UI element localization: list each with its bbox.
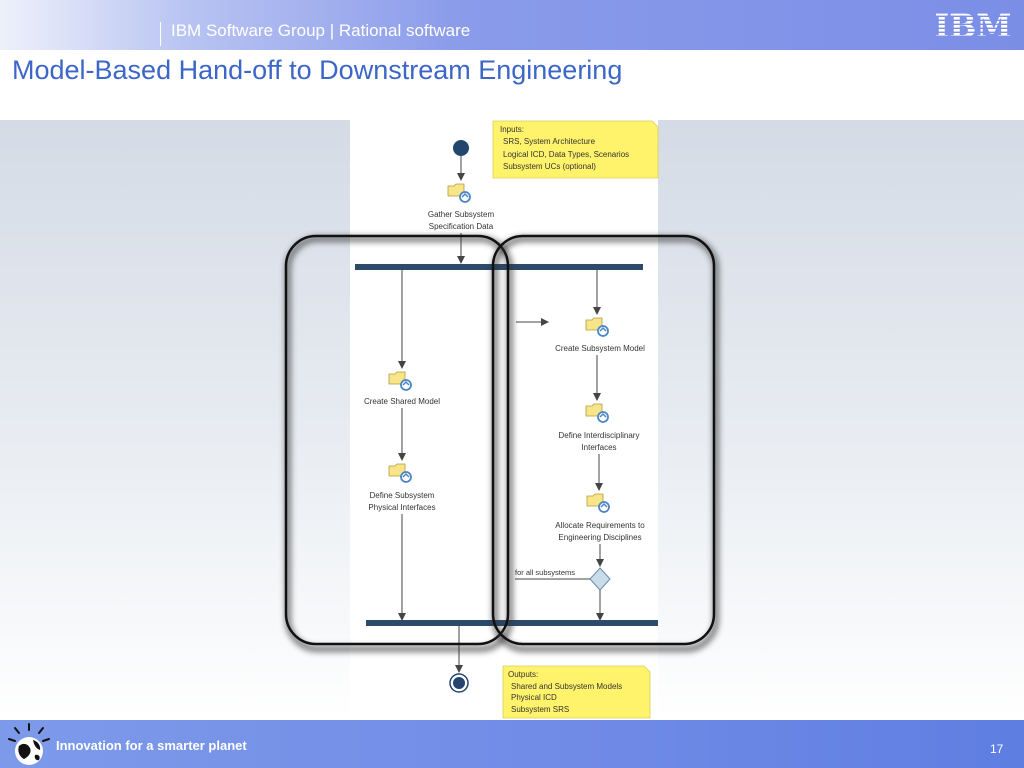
inputs-note: Inputs: SRS, System Architecture Logical…: [492, 120, 659, 179]
define-interdisciplinary-label-1: Define Interdisciplinary: [559, 431, 640, 440]
inputs-note-heading: Inputs:: [500, 125, 524, 134]
outputs-note-line-1: Shared and Subsystem Models: [511, 682, 622, 691]
smarter-planet-globe-icon: [8, 723, 50, 765]
ibm-logo-text: IBM: [936, 9, 1010, 41]
ibm-logo: IBM: [936, 9, 1010, 41]
header-bar: IBM Software Group | Rational software I…: [0, 0, 1024, 50]
define-physical-label-1: Define Subsystem: [370, 491, 435, 500]
left-highlight-shadow: [284, 235, 514, 653]
define-physical-label-2: Physical Interfaces: [368, 503, 435, 512]
header-group-text: IBM Software Group | Rational software: [171, 21, 471, 40]
inputs-note-line-2: Logical ICD, Data Types, Scenarios: [503, 150, 629, 159]
allocate-label-1: Allocate Requirements to: [555, 521, 645, 530]
gather-label-2: Specification Data: [429, 222, 494, 231]
initial-node: [453, 140, 469, 156]
create-subsystem-label: Create Subsystem Model: [555, 344, 645, 353]
create-shared-label: Create Shared Model: [364, 397, 440, 406]
outputs-note-heading: Outputs:: [508, 670, 538, 679]
final-node-core: [453, 677, 465, 689]
right-highlight-shadow: [491, 235, 720, 653]
outputs-note: Outputs: Shared and Subsystem Models Phy…: [502, 665, 651, 719]
outputs-note-line-3: Subsystem SRS: [511, 705, 569, 714]
allocate-label-2: Engineering Disciplines: [558, 533, 641, 542]
outputs-note-line-2: Physical ICD: [511, 693, 557, 702]
inputs-note-line-1: SRS, System Architecture: [503, 137, 596, 146]
footer-tagline: Innovation for a smarter planet: [56, 738, 247, 753]
right-highlight-box: [491, 234, 716, 646]
loop-guard-label: for all subsystems: [515, 568, 575, 577]
footer-bar: Innovation for a smarter planet 17: [0, 720, 1024, 768]
slide-title: Model-Based Hand-off to Downstream Engin…: [12, 55, 623, 85]
gather-label-1: Gather Subsystem: [428, 210, 495, 219]
header-separator: [160, 22, 161, 46]
page-number: 17: [990, 742, 1004, 756]
define-interdisciplinary-label-2: Interfaces: [581, 443, 616, 452]
fork-bar: [355, 264, 643, 270]
left-highlight-box: [284, 234, 510, 646]
inputs-note-line-3: Subsystem UCs (optional): [503, 162, 596, 171]
